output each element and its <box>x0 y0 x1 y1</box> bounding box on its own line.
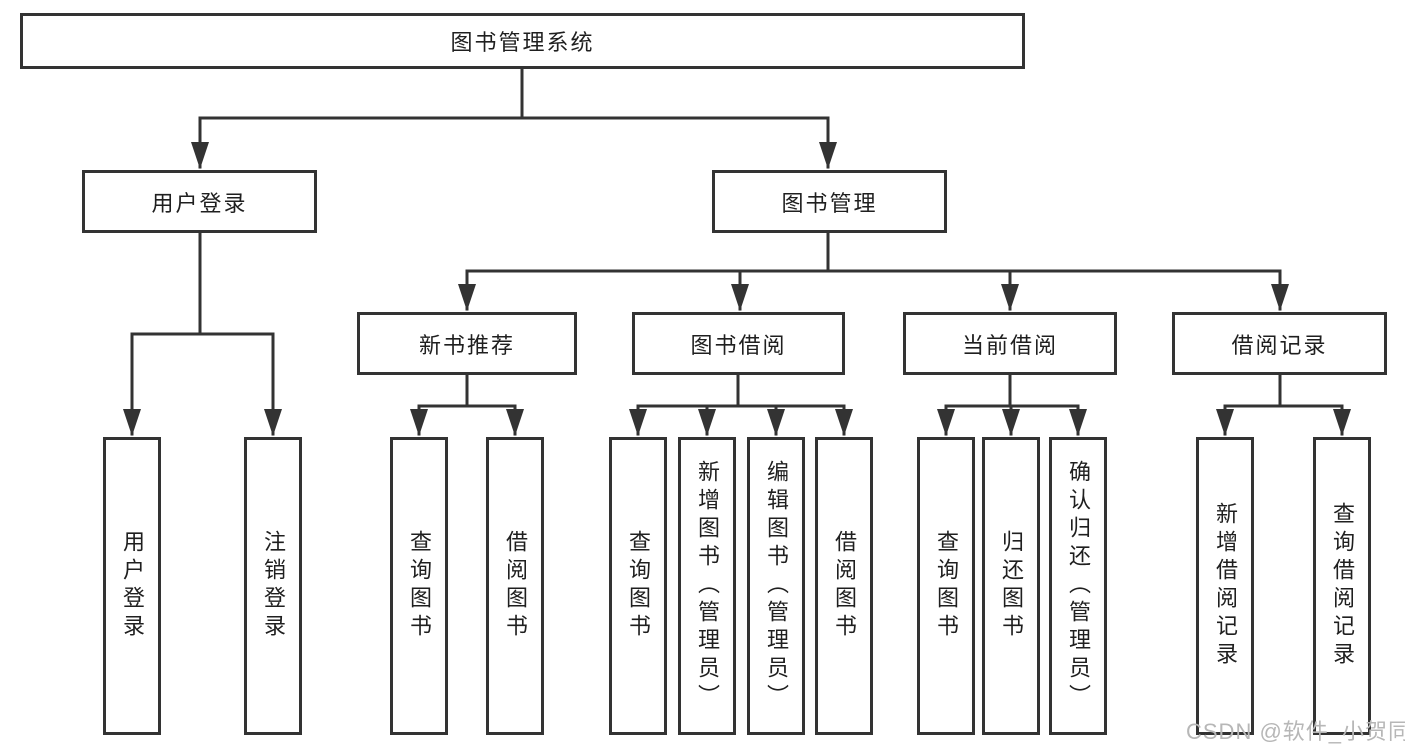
leaf-return-books-label: 归还图书 <box>999 530 1024 642</box>
leaf-confirm-return-admin-label: 确认归还（管理员） <box>1066 460 1091 712</box>
leaf-return-books: 归还图书 <box>982 437 1040 735</box>
leaf-borrow-books: 借阅图书 <box>815 437 873 735</box>
leaf-current-query-books: 查询图书 <box>917 437 975 735</box>
leaf-add-books-admin: 新增图书（管理员） <box>678 437 736 735</box>
leaf-logout-label: 注销登录 <box>261 530 286 642</box>
leaf-edit-books-admin-label: 编辑图书（管理员） <box>764 460 789 712</box>
leaf-query-borrow-record: 查询借阅记录 <box>1313 437 1371 735</box>
node-current-borrow-label: 当前借阅 <box>961 332 1058 358</box>
leaf-recommend-query-books: 查询图书 <box>390 437 448 735</box>
node-new-book-recommend-label: 新书推荐 <box>418 332 515 358</box>
leaf-user-login: 用户登录 <box>103 437 161 735</box>
leaf-add-borrow-record: 新增借阅记录 <box>1196 437 1254 735</box>
leaf-confirm-return-admin: 确认归还（管理员） <box>1049 437 1107 735</box>
leaf-recommend-borrow-books-label: 借阅图书 <box>503 530 528 642</box>
node-book-management-label: 图书管理 <box>781 190 878 216</box>
csdn-watermark: CSDN @软件_小贺同学 <box>1186 719 1405 744</box>
leaf-borrow-books-label: 借阅图书 <box>832 530 857 642</box>
leaf-recommend-borrow-books: 借阅图书 <box>486 437 544 735</box>
node-book-management: 图书管理 <box>712 170 947 233</box>
leaf-current-query-books-label: 查询图书 <box>934 530 959 642</box>
node-root-label: 图书管理系统 <box>450 30 595 55</box>
node-book-borrow: 图书借阅 <box>632 312 845 375</box>
leaf-borrow-query-books-label: 查询图书 <box>626 530 651 642</box>
leaf-edit-books-admin: 编辑图书（管理员） <box>747 437 805 735</box>
node-current-borrow: 当前借阅 <box>903 312 1117 375</box>
node-root-system: 图书管理系统 <box>20 13 1025 69</box>
node-book-borrow-label: 图书借阅 <box>690 332 787 358</box>
leaf-logout: 注销登录 <box>244 437 302 735</box>
node-borrow-records: 借阅记录 <box>1172 312 1387 375</box>
node-new-book-recommend: 新书推荐 <box>357 312 577 375</box>
node-user-login-label: 用户登录 <box>151 190 248 216</box>
leaf-user-login-label: 用户登录 <box>120 530 145 642</box>
leaf-query-borrow-record-label: 查询借阅记录 <box>1330 502 1355 670</box>
node-user-login: 用户登录 <box>82 170 317 233</box>
leaf-recommend-query-books-label: 查询图书 <box>407 530 432 642</box>
node-borrow-records-label: 借阅记录 <box>1231 332 1328 358</box>
leaf-add-books-admin-label: 新增图书（管理员） <box>695 460 720 712</box>
leaf-borrow-query-books: 查询图书 <box>609 437 667 735</box>
leaf-add-borrow-record-label: 新增借阅记录 <box>1213 502 1238 670</box>
